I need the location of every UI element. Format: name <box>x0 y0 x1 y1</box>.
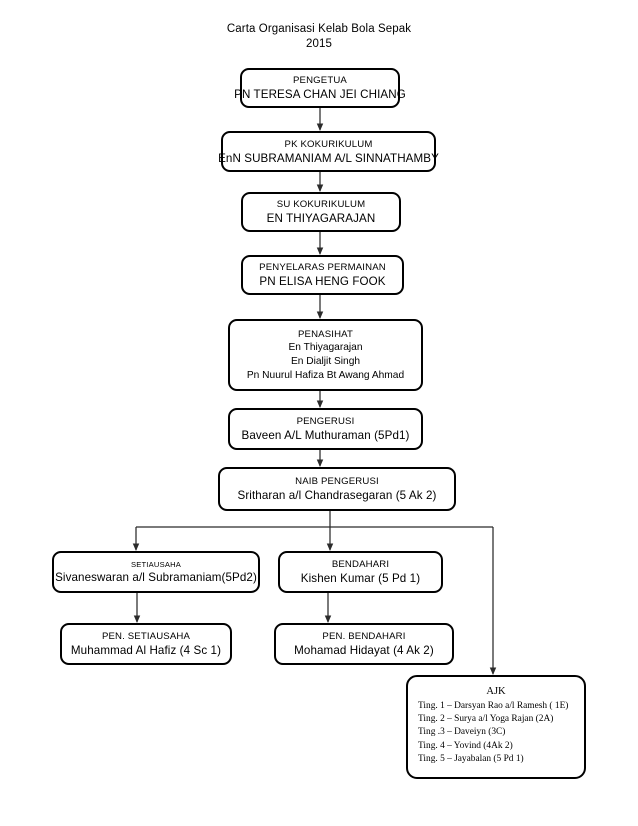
page-title: Carta Organisasi Kelab Bola Sepak 2015 <box>0 22 638 52</box>
node-pk-kokurikulum-name: EnN SUBRAMANIAM A/L SINNATHAMBY <box>218 151 439 165</box>
node-naib-pengerusi-role: NAIB PENGERUSI <box>295 476 379 487</box>
node-ajk-role: AJK <box>486 686 506 697</box>
node-pk-kokurikulum[interactable]: PK KOKURIKULUM EnN SUBRAMANIAM A/L SINNA… <box>218 131 439 172</box>
node-ajk-member: Ting .3 – Daveiyn (3C) <box>418 727 506 738</box>
node-bendahari-name: Kishen Kumar (5 Pd 1) <box>300 572 421 585</box>
node-bendahari[interactable]: BENDAHARI Kishen Kumar (5 Pd 1) <box>278 551 443 593</box>
node-naib-pengerusi[interactable]: NAIB PENGERUSI Sritharan a/l Chandrasega… <box>218 467 456 511</box>
node-pen-bendahari-name: Mohamad Hidayat (4 Ak 2) <box>294 644 434 657</box>
page-title-line1: Carta Organisasi Kelab Bola Sepak <box>226 23 412 35</box>
node-pen-setiausaha-name: Muhammad Al Hafiz (4 Sc 1) <box>70 644 222 657</box>
node-ajk-member: Ting. 4 – Yovind (4Ak 2) <box>418 740 513 751</box>
node-su-kokurikulum[interactable]: SU KOKURIKULUM EN THIYAGARAJAN <box>241 192 401 232</box>
page-title-line2: 2015 <box>306 38 332 50</box>
node-pen-bendahari[interactable]: PEN. BENDAHARI Mohamad Hidayat (4 Ak 2) <box>274 623 454 665</box>
node-pengetua-role: PENGETUA <box>293 75 347 86</box>
node-ajk-member: Ting. 2 – Surya a/l Yoga Rajan (2A) <box>418 714 554 725</box>
node-setiausaha-name: Sivaneswaran a/l Subramaniam(5Pd2) <box>55 571 257 584</box>
node-naib-pengerusi-name: Sritharan a/l Chandrasegaran (5 Ak 2) <box>237 489 437 502</box>
node-bendahari-role: BENDAHARI <box>331 559 390 570</box>
node-setiausaha[interactable]: SETIAUSAHA Sivaneswaran a/l Subramaniam(… <box>52 551 260 593</box>
node-penyelaras-role: PENYELARAS PERMAINAN <box>259 262 386 273</box>
node-pen-setiausaha[interactable]: PEN. SETIAUSAHA Muhammad Al Hafiz (4 Sc … <box>60 623 232 665</box>
node-setiausaha-role: SETIAUSAHA <box>130 560 182 569</box>
node-pengerusi-role: PENGERUSI <box>296 416 355 427</box>
node-ajk-member: Ting. 5 – Jayabalan (5 Pd 1) <box>418 753 524 764</box>
node-pengerusi-name: Baveen A/L Muthuraman (5Pd1) <box>241 429 410 442</box>
node-penyelaras-name: PN ELISA HENG FOOK <box>259 275 386 288</box>
node-pengetua[interactable]: PENGETUA PN TERESA CHAN JEI CHIANG <box>234 68 406 108</box>
node-penyelaras-permainan[interactable]: PENYELARAS PERMAINAN PN ELISA HENG FOOK <box>241 255 404 295</box>
node-penasihat-name-2: En Dialjit Singh <box>290 355 361 367</box>
node-penasihat-name-1: En Thiyagarajan <box>288 341 363 353</box>
node-pen-setiausaha-role: PEN. SETIAUSAHA <box>101 631 191 642</box>
node-ajk[interactable]: AJK Ting. 1 – Darsyan Rao a/l Ramesh ( 1… <box>406 675 586 779</box>
node-penasihat-name-3: Pn Nuurul Hafiza Bt Awang Ahmad <box>246 369 405 381</box>
node-penasihat[interactable]: PENASIHAT En Thiyagarajan En Dialjit Sin… <box>228 319 423 391</box>
node-su-kokurikulum-role: SU KOKURIKULUM <box>276 199 366 210</box>
node-su-kokurikulum-name: EN THIYAGARAJAN <box>266 212 376 225</box>
node-pengerusi[interactable]: PENGERUSI Baveen A/L Muthuraman (5Pd1) <box>228 408 423 450</box>
node-pen-bendahari-role: PEN. BENDAHARI <box>322 631 406 642</box>
node-penasihat-role: PENASIHAT <box>297 328 353 340</box>
node-ajk-member: Ting. 1 – Darsyan Rao a/l Ramesh ( 1E) <box>418 701 569 711</box>
node-pengetua-name: PN TERESA CHAN JEI CHIANG <box>234 88 406 101</box>
node-pk-kokurikulum-role: PK KOKURIKULUM <box>284 138 373 150</box>
